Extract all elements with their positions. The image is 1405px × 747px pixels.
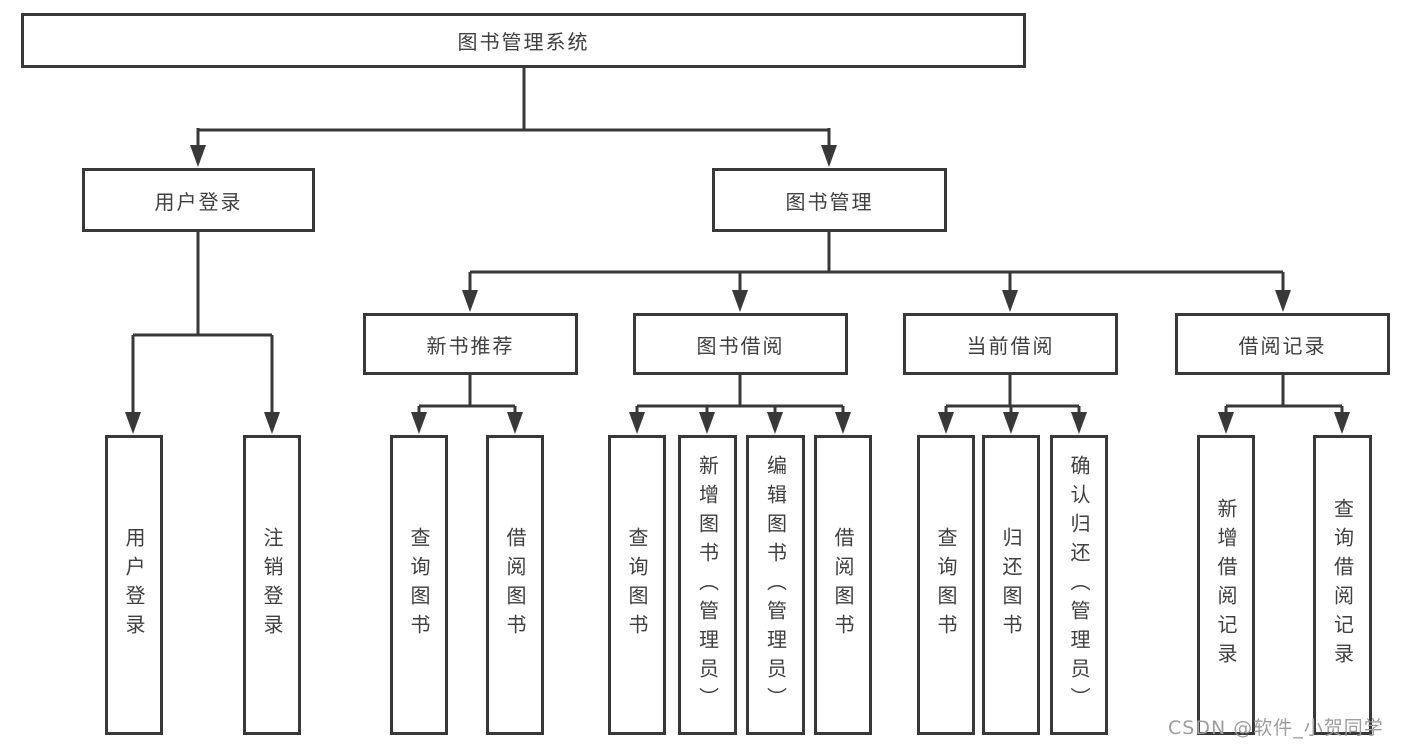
node-label: 用户登录 <box>122 527 146 643</box>
node-label: 借阅记录 <box>1238 333 1327 358</box>
node-label: 新书推荐 <box>426 333 515 358</box>
node-library-management-system: 图书管理系统 <box>21 13 1026 68</box>
leaf-borrow-books-recommend: 借阅图书 <box>486 435 544 735</box>
leaf-return-books: 归还图书 <box>982 435 1040 735</box>
leaf-query-borrow-record: 查询借阅记录 <box>1313 435 1372 735</box>
leaf-add-borrow-record: 新增借阅记录 <box>1197 435 1255 735</box>
node-label: 编辑图书（管理员） <box>763 454 788 716</box>
node-borrowing-records: 借阅记录 <box>1175 313 1390 375</box>
leaf-add-books-admin: 新增图书（管理员） <box>678 435 737 735</box>
node-label: 新增图书（管理员） <box>695 454 720 716</box>
leaf-user-login: 用户登录 <box>105 435 163 735</box>
leaf-query-books-recommend: 查询图书 <box>390 435 448 735</box>
leaf-query-books-current: 查询图书 <box>917 435 975 735</box>
node-label: 查询图书 <box>934 527 958 643</box>
leaf-borrow-books: 借阅图书 <box>814 435 872 735</box>
node-label: 当前借阅 <box>966 333 1055 358</box>
node-book-borrowing: 图书借阅 <box>633 313 848 375</box>
node-label: 查询图书 <box>407 527 431 643</box>
csdn-watermark: CSDN @软件_小贺同学 <box>1168 717 1384 739</box>
leaf-confirm-return-admin: 确认归还（管理员） <box>1050 435 1108 735</box>
node-label: 确认归还（管理员） <box>1067 454 1091 716</box>
node-user-login: 用户登录 <box>82 168 315 232</box>
node-label: 用户登录 <box>154 189 243 214</box>
node-new-book-recommend: 新书推荐 <box>363 313 578 375</box>
node-label: 图书管理系统 <box>457 30 590 54</box>
node-label: 归还图书 <box>999 527 1023 643</box>
node-book-management: 图书管理 <box>712 168 947 232</box>
node-label: 新增借阅记录 <box>1214 498 1238 672</box>
node-label: 图书借阅 <box>696 333 785 358</box>
node-current-borrowing: 当前借阅 <box>903 313 1118 375</box>
node-label: 借阅图书 <box>831 527 855 643</box>
leaf-query-books: 查询图书 <box>608 435 666 735</box>
leaf-logout: 注销登录 <box>243 435 301 735</box>
node-label: 图书管理 <box>785 189 874 214</box>
node-label: 查询图书 <box>625 527 649 643</box>
leaf-edit-books-admin: 编辑图书（管理员） <box>746 435 805 735</box>
node-label: 注销登录 <box>260 527 284 643</box>
node-label: 借阅图书 <box>503 527 527 643</box>
node-label: 查询借阅记录 <box>1330 498 1355 672</box>
